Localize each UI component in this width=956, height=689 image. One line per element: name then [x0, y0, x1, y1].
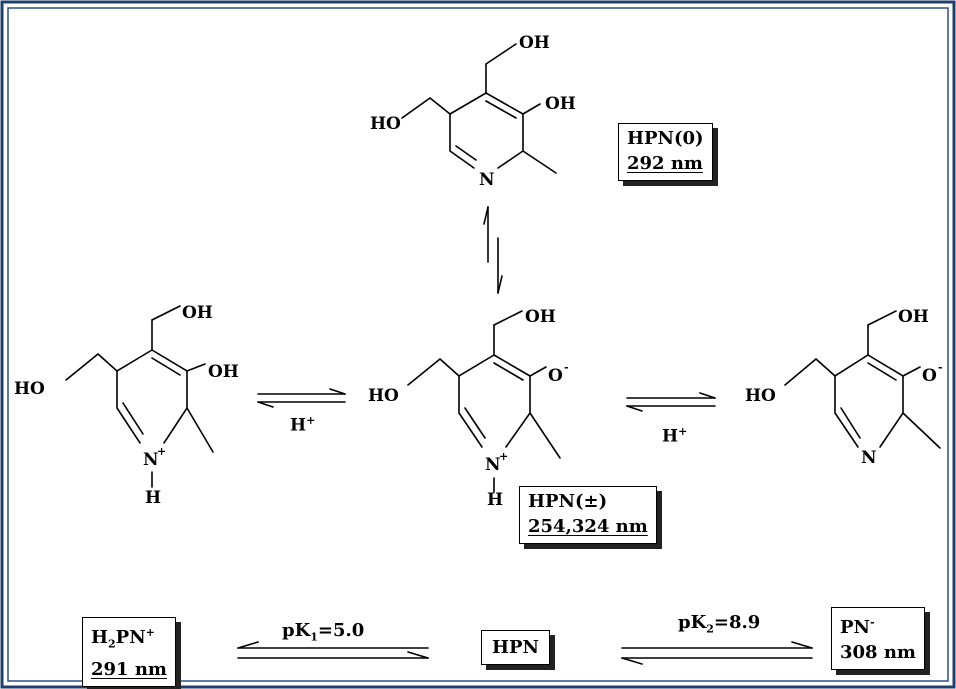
inner-border: [7, 7, 949, 682]
atom-o-minus-mid: O: [548, 366, 563, 386]
molecule-hpn-neutral: [401, 43, 557, 174]
atom-ho-right: HO: [745, 386, 776, 406]
hpn-zwitterion-wavelength: 254,324 nm: [528, 516, 648, 537]
h2pn-wavelength: 291 nm: [91, 658, 167, 680]
pk2-label: pK2=8.9: [678, 612, 761, 636]
vertical-equilibrium-arrows: [483, 206, 503, 294]
atom-oh-top-ring: OH: [545, 94, 576, 114]
pk2-equilibrium-arrows: [621, 641, 813, 665]
atom-h-mid: H: [487, 490, 503, 510]
hpn-zwitterion-name: HPN(±): [528, 491, 608, 512]
h-plus-right-label: H+: [662, 425, 688, 447]
atom-n-plus-left: N: [143, 450, 159, 470]
pn-wavelength: 308 nm: [840, 642, 916, 663]
charge-minus-mid: -: [564, 361, 569, 374]
hpn-name: HPN: [492, 637, 539, 658]
box-pn: PN- 308 nm: [831, 607, 925, 670]
pk1-equilibrium-arrows: [237, 641, 429, 659]
molecule-cation: [65, 305, 214, 488]
atom-oh-left-ring: OH: [208, 362, 239, 382]
atom-n-plus-mid: N: [485, 455, 501, 475]
h-plus-left-label: H+: [290, 414, 316, 436]
molecule-zwitterion: [407, 310, 561, 493]
atom-oh-mid-ch2: OH: [525, 307, 556, 327]
h2pn-name: H2PN+: [91, 626, 155, 651]
atom-oh-top-ch2: OH: [519, 33, 550, 53]
atom-o-minus-right: O: [922, 366, 937, 386]
atom-n-right: N: [861, 448, 877, 468]
atom-h-left: H: [145, 488, 161, 508]
box-hpn-zwitterion: HPN(±) 254,324 nm: [519, 486, 657, 544]
molecule-anion: [784, 310, 941, 449]
atom-n-top: N: [479, 170, 495, 190]
left-equilibrium-arrows: [257, 388, 346, 408]
atom-ho-mid: HO: [368, 386, 399, 406]
box-hpn-neutral: HPN(0) 292 nm: [618, 123, 713, 181]
atom-ho-left: HO: [14, 379, 45, 399]
atom-oh-right-ch2: OH: [898, 307, 929, 327]
hpn-neutral-name: HPN(0): [627, 128, 704, 149]
pk1-label: pK1=5.0: [282, 620, 365, 644]
charge-minus-right: -: [938, 361, 943, 374]
box-hpn: HPN: [481, 630, 550, 665]
charge-plus-mid: +: [499, 450, 508, 463]
atom-oh-left-ch2: OH: [182, 303, 213, 323]
hpn-neutral-wavelength: 292 nm: [627, 153, 703, 174]
pn-name: PN-: [840, 616, 875, 638]
box-h2pn: H2PN+ 291 nm: [82, 617, 176, 687]
right-equilibrium-arrows: [626, 392, 716, 412]
charge-plus-left: +: [157, 445, 166, 458]
atom-ho-top: HO: [370, 114, 401, 134]
